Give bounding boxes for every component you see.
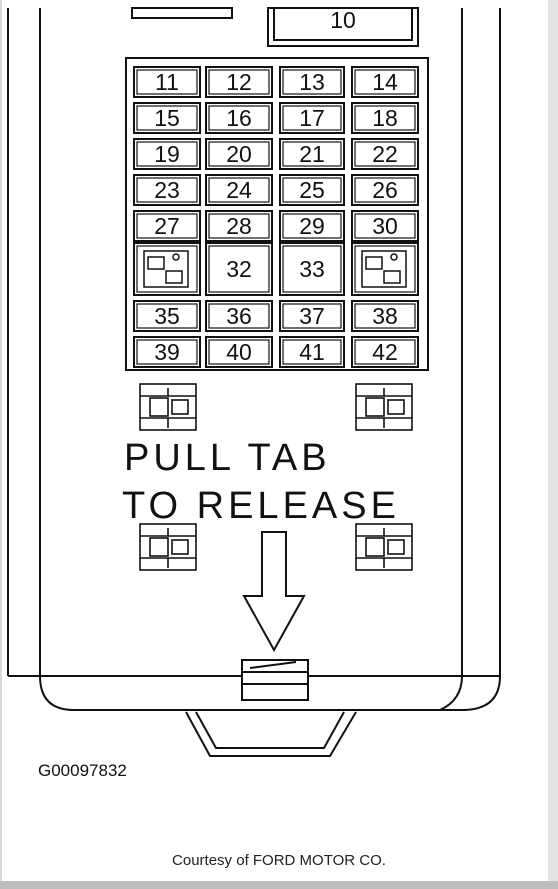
fuse-11-label: 11 — [155, 69, 179, 95]
relay-slot — [351, 242, 419, 296]
fuse-26-label: 26 — [372, 177, 398, 203]
fuse-23-label: 23 — [154, 177, 180, 203]
fuse-24-label: 24 — [226, 177, 252, 203]
fuse-slot: 22 — [351, 138, 419, 170]
relay-connector-icon — [139, 383, 197, 431]
fuse-19-label: 19 — [154, 141, 180, 167]
fuse-22-label: 22 — [372, 141, 398, 167]
fuse-slot: 35 — [133, 300, 201, 332]
fuse-21-label: 21 — [299, 141, 325, 167]
top-fuse-area — [131, 7, 419, 47]
caption: Courtesy of FORD MOTOR CO. — [172, 852, 386, 869]
page-border-bottom — [0, 881, 558, 889]
fuse-grid-frame — [125, 57, 429, 371]
fuse-38-label: 38 — [372, 303, 398, 329]
fuse-slot: 16 — [205, 102, 273, 134]
fuse-slot: 40 — [205, 336, 273, 368]
fuse-slot: 26 — [351, 174, 419, 206]
fuse-30-label: 30 — [372, 213, 398, 239]
fuse-slot: 41 — [279, 336, 345, 368]
fuse-18-label: 18 — [372, 105, 398, 131]
fuse-slot: 17 — [279, 102, 345, 134]
fuse-slot: 33 — [279, 242, 345, 296]
fuse-33-label: 33 — [299, 256, 325, 282]
fuse-15-label: 15 — [154, 105, 180, 131]
fuse-41-label: 41 — [299, 339, 325, 365]
figure-id: G00097832 — [38, 761, 127, 780]
fuse-grid: 11 12 13 14 15 16 17 18 19 20 21 22 23 24 25 26 27 28 29 30… — [133, 66, 419, 368]
fuse-slot: 37 — [279, 300, 345, 332]
fuse-slot: 32 — [205, 242, 273, 296]
fuse-slot: 11 — [133, 66, 201, 98]
fuse-slot: 19 — [133, 138, 201, 170]
fuse-14-label: 14 — [372, 69, 398, 95]
fuse-slot: 12 — [205, 66, 273, 98]
fuse-slot: 38 — [351, 300, 419, 332]
page-border-left — [0, 0, 2, 889]
fuse-25-label: 25 — [299, 177, 325, 203]
fuse-32-label: 32 — [226, 256, 252, 282]
instruction-line-2: TO RELEASE — [122, 485, 400, 527]
fuse-slot: 39 — [133, 336, 201, 368]
fuse-slot: 25 — [279, 174, 345, 206]
fuse-28-label: 28 — [226, 213, 252, 239]
instruction-line-1: PULL TAB — [124, 437, 331, 479]
fuse-slot: 13 — [279, 66, 345, 98]
fuse-slot: 27 — [133, 210, 201, 242]
fuse-17-label: 17 — [299, 105, 325, 131]
fuse-13-label: 13 — [299, 69, 325, 95]
fuse-slot: 23 — [133, 174, 201, 206]
fuse-slot: 15 — [133, 102, 201, 134]
fuse-slot: 20 — [205, 138, 273, 170]
fuse-37-label: 37 — [299, 303, 325, 329]
relay-slot — [133, 242, 201, 296]
fuse-slot: 28 — [205, 210, 273, 242]
fuse-36-label: 36 — [226, 303, 252, 329]
fuse-27-label: 27 — [154, 213, 180, 239]
fuse-16-label: 16 — [226, 105, 252, 131]
page-border-right — [548, 0, 558, 889]
fuse-20-label: 20 — [226, 141, 252, 167]
fuse-slot: 30 — [351, 210, 419, 242]
fuse-10-label: 10 — [330, 7, 356, 33]
fuse-slot: 42 — [351, 336, 419, 368]
fuse-slot: 18 — [351, 102, 419, 134]
relay-connector-icon — [355, 523, 413, 571]
fuse-slot: 29 — [279, 210, 345, 242]
relay-connector-icon — [355, 383, 413, 431]
fuse-39-label: 39 — [154, 339, 180, 365]
fuse-slot: 36 — [205, 300, 273, 332]
fuse-slot: 24 — [205, 174, 273, 206]
relay-connectors — [139, 383, 413, 571]
fuse-slot: 14 — [351, 66, 419, 98]
relay-connector-icon — [139, 523, 197, 571]
down-arrow-icon — [242, 531, 306, 653]
fuse-29-label: 29 — [299, 213, 325, 239]
pull-tab[interactable] — [241, 659, 309, 701]
fuse-12-label: 12 — [226, 69, 252, 95]
fuse-slot: 21 — [279, 138, 345, 170]
fuse-40-label: 40 — [226, 339, 252, 365]
fuse-35-label: 35 — [154, 303, 180, 329]
fuse-42-label: 42 — [372, 339, 398, 365]
